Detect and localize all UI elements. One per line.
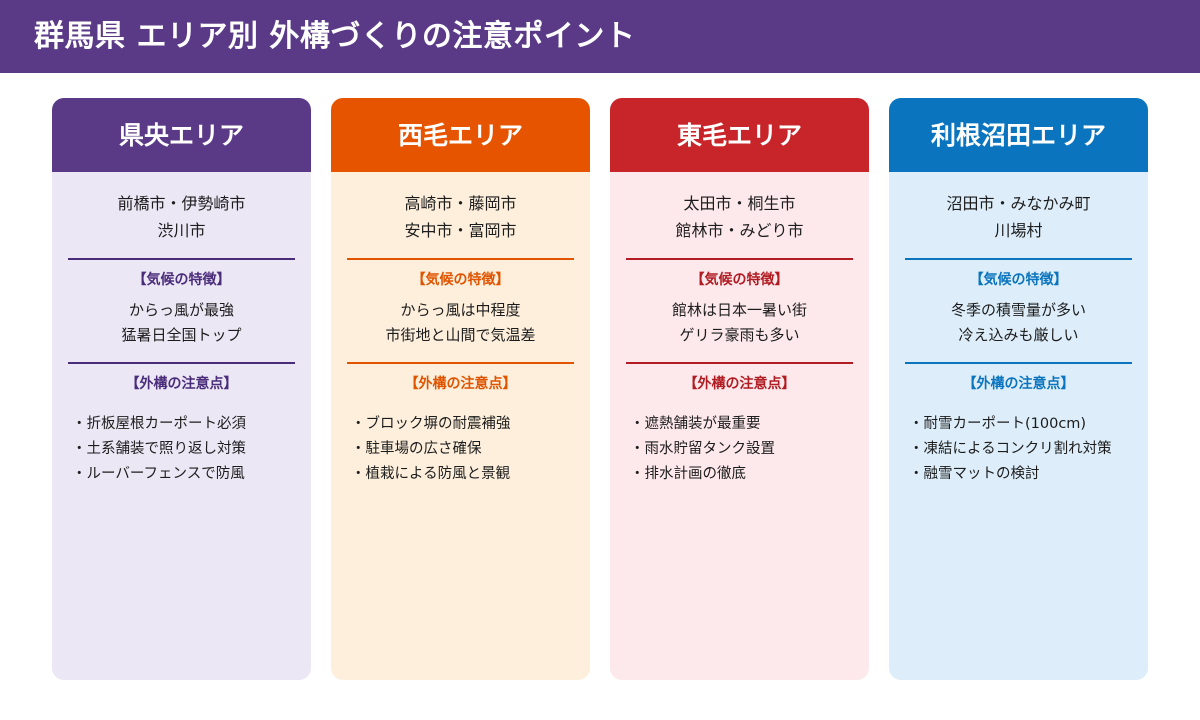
area-cities: 高崎市・藤岡市安中市・富岡市	[347, 190, 574, 244]
page-banner: 群馬県 エリア別 外構づくりの注意ポイント	[0, 0, 1200, 73]
area-card-3: 東毛エリア 太田市・桐生市館林市・みどり市 【気候の特徴】 館林は日本一暑い街ゲ…	[610, 98, 869, 680]
city-line: 安中市・富岡市	[404, 221, 517, 240]
climate-lines: 冬季の積雪量が多い冷え込みも厳しい	[905, 298, 1132, 348]
climate-lines: 館林は日本一暑い街ゲリラ豪雨も多い	[626, 298, 853, 348]
area-card-title: 西毛エリア	[397, 120, 523, 150]
climate-line: 館林は日本一暑い街	[671, 301, 807, 319]
tip-item: ・折板屋根カーポート必須	[72, 416, 246, 432]
tip-item: ・雨水貯留タンク設置	[630, 441, 775, 457]
area-cities: 太田市・桐生市館林市・みどり市	[626, 190, 853, 244]
tip-item: ・土系舗装で照り返し対策	[72, 441, 246, 457]
area-card-header-4: 利根沼田エリア	[889, 98, 1148, 172]
tip-item: ・遮熱舗装が最重要	[630, 416, 761, 432]
area-card-4: 利根沼田エリア 沼田市・みなかみ町川場村 【気候の特徴】 冬季の積雪量が多い冷え…	[889, 98, 1148, 680]
tips-label: 【外構の注意点】	[404, 376, 517, 392]
section-divider-tips	[626, 362, 853, 364]
climate-label: 【気候の特徴】	[690, 272, 789, 288]
climate-label: 【気候の特徴】	[411, 272, 510, 288]
tips-label: 【外構の注意点】	[962, 376, 1075, 392]
climate-lines: からっ風が最強猛暑日全国トップ	[68, 298, 295, 348]
tips-label: 【外構の注意点】	[683, 376, 796, 392]
page-title: 群馬県 エリア別 外構づくりの注意ポイント	[34, 18, 636, 54]
tip-item: ・耐雪カーポート(100cm)	[909, 416, 1087, 432]
climate-label: 【気候の特徴】	[132, 272, 231, 288]
area-cities: 沼田市・みなかみ町川場村	[905, 190, 1132, 244]
tips-list: ・折板屋根カーポート必須・土系舗装で照り返し対策・ルーバーフェンスで防風	[68, 412, 295, 487]
area-card-body: 沼田市・みなかみ町川場村 【気候の特徴】 冬季の積雪量が多い冷え込みも厳しい 【…	[889, 172, 1148, 680]
area-card-grid: 県央エリア 前橋市・伊勢崎市渋川市 【気候の特徴】 からっ風が最強猛暑日全国トッ…	[52, 98, 1148, 680]
tips-list: ・遮熱舗装が最重要・雨水貯留タンク設置・排水計画の徹底	[626, 412, 853, 487]
area-card-header-3: 東毛エリア	[610, 98, 869, 172]
city-line: 太田市・桐生市	[683, 194, 796, 213]
area-card-title: 東毛エリア	[676, 120, 802, 150]
tip-item: ・ルーバーフェンスで防風	[72, 466, 245, 482]
climate-line: 市街地と山間で気温差	[385, 326, 536, 344]
tip-item: ・融雪マットの検討	[909, 466, 1040, 482]
section-divider-climate	[68, 258, 295, 260]
climate-line: 冬季の積雪量が多い	[950, 301, 1086, 319]
tip-item: ・凍結によるコンクリ割れ対策	[909, 441, 1112, 457]
tip-item: ・ブロック塀の耐震補強	[351, 416, 511, 432]
section-divider-tips	[347, 362, 574, 364]
area-card-body: 太田市・桐生市館林市・みどり市 【気候の特徴】 館林は日本一暑い街ゲリラ豪雨も多…	[610, 172, 869, 680]
area-card-header-1: 県央エリア	[52, 98, 311, 172]
tip-item: ・駐車場の広さ確保	[351, 441, 482, 457]
section-divider-climate	[626, 258, 853, 260]
area-card-2: 西毛エリア 高崎市・藤岡市安中市・富岡市 【気候の特徴】 からっ風は中程度市街地…	[331, 98, 590, 680]
section-divider-tips	[905, 362, 1132, 364]
climate-line: からっ風が最強	[128, 301, 234, 319]
climate-line: 冷え込みも厳しい	[958, 326, 1079, 344]
climate-lines: からっ風は中程度市街地と山間で気温差	[347, 298, 574, 348]
area-card-body: 高崎市・藤岡市安中市・富岡市 【気候の特徴】 からっ風は中程度市街地と山間で気温…	[331, 172, 590, 680]
section-divider-tips	[68, 362, 295, 364]
area-card-body: 前橋市・伊勢崎市渋川市 【気候の特徴】 からっ風が最強猛暑日全国トップ 【外構の…	[52, 172, 311, 680]
city-line: 川場村	[994, 221, 1043, 240]
section-divider-climate	[905, 258, 1132, 260]
area-card-1: 県央エリア 前橋市・伊勢崎市渋川市 【気候の特徴】 からっ風が最強猛暑日全国トッ…	[52, 98, 311, 680]
climate-line: からっ風は中程度	[400, 301, 521, 319]
tip-item: ・植栽による防風と景観	[351, 466, 511, 482]
city-line: 渋川市	[157, 221, 206, 240]
tips-list: ・耐雪カーポート(100cm) ・凍結によるコンクリ割れ対策・融雪マットの検討	[905, 412, 1132, 487]
city-line: 沼田市・みなかみ町	[946, 194, 1091, 213]
area-cities: 前橋市・伊勢崎市渋川市	[68, 190, 295, 244]
area-card-title: 利根沼田エリア	[930, 120, 1106, 150]
tips-list: ・ブロック塀の耐震補強・駐車場の広さ確保・植栽による防風と景観	[347, 412, 574, 487]
tips-label: 【外構の注意点】	[125, 376, 238, 392]
city-line: 前橋市・伊勢崎市	[117, 194, 246, 213]
climate-label: 【気候の特徴】	[969, 272, 1068, 288]
tip-item: ・排水計画の徹底	[630, 466, 746, 482]
city-line: 高崎市・藤岡市	[404, 194, 517, 213]
climate-line: 猛暑日全国トップ	[121, 326, 242, 344]
climate-line: ゲリラ豪雨も多い	[679, 326, 800, 344]
section-divider-climate	[347, 258, 574, 260]
city-line: 館林市・みどり市	[675, 221, 804, 240]
area-card-title: 県央エリア	[118, 120, 244, 150]
area-card-header-2: 西毛エリア	[331, 98, 590, 172]
